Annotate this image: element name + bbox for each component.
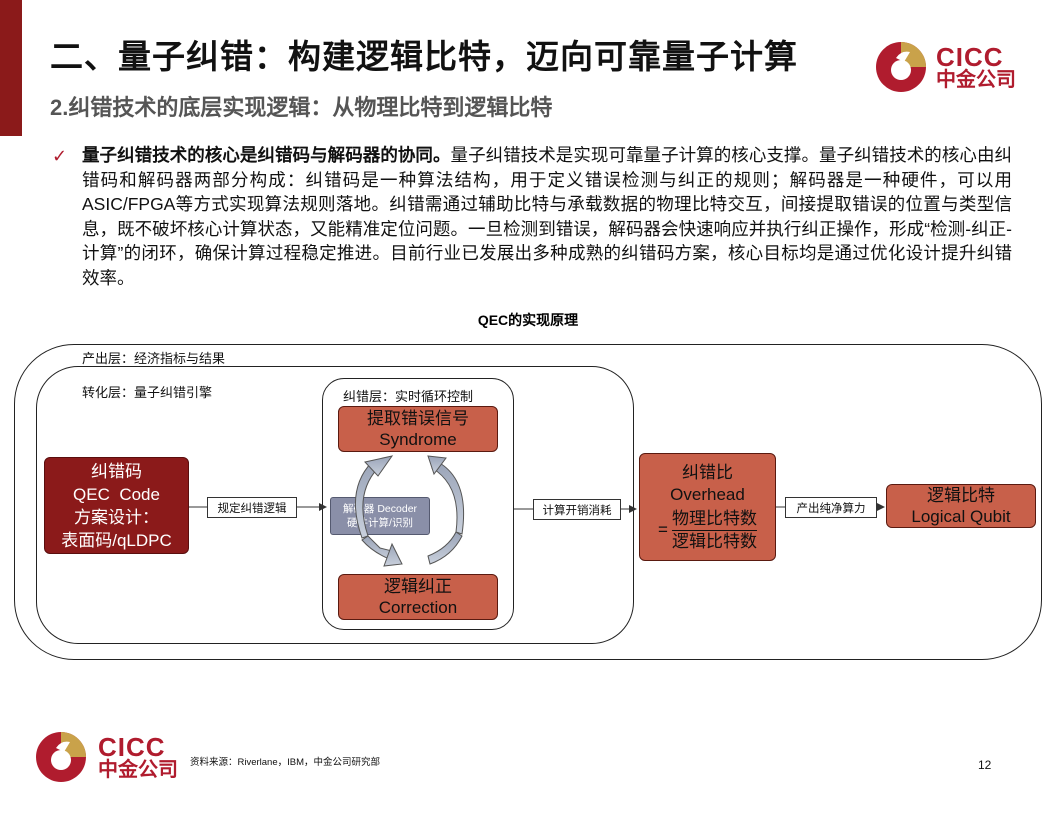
correction-layer-label: 纠错层：实时循环控制 xyxy=(343,389,474,404)
qec-code-line3: 方案设计： xyxy=(74,507,159,527)
transform-layer-label: 转化层：量子纠错引擎 xyxy=(82,385,213,400)
overhead-cn: 纠错比 xyxy=(682,462,733,482)
logical-en: Logical Qubit xyxy=(911,507,1011,526)
qec-code-line2: QEC Code xyxy=(73,484,160,504)
header-accent-bar xyxy=(0,0,22,136)
correction-cn: 逻辑纠正 xyxy=(384,577,452,596)
page-number: 12 xyxy=(978,758,992,772)
source-note: 资料来源：Riverlane，IBM，中金公司研究部 xyxy=(190,757,381,768)
decoder-line2: 硬件计算/识别 xyxy=(347,517,413,529)
connector-label-output: 产出纯净算力 xyxy=(785,497,877,518)
qec-code-line4: 表面码/qLDPC xyxy=(61,530,172,550)
overhead-denominator: 逻辑比特数 xyxy=(671,531,757,551)
decoder-line1: 解码器 Decoder xyxy=(342,503,418,515)
page-title: 二、量子纠错：构建逻辑比特，迈向可靠量子计算 xyxy=(50,38,798,75)
syndrome-cn: 提取错误信号 xyxy=(367,409,469,428)
overhead-numerator: 物理比特数 xyxy=(671,508,757,531)
qec-code-line1: 纠错码 xyxy=(91,461,142,481)
cicc-logo-top: CICC 中金公司 xyxy=(874,38,1024,94)
cicc-logo-icon xyxy=(36,732,86,782)
decoder-box: 解码器 Decoder 硬件计算/识别 xyxy=(330,497,430,535)
overhead-fraction: = 物理比特数 逻辑比特数 xyxy=(658,508,757,553)
body-lead: 量子纠错技术的核心是纠错码与解码器的协同。 xyxy=(82,145,451,165)
logo-latin: CICC xyxy=(98,732,166,762)
correction-box: 逻辑纠正 Correction xyxy=(338,574,498,620)
page-subtitle: 2.纠错技术的底层实现逻辑：从物理比特到逻辑比特 xyxy=(50,95,553,120)
connector-label-rules: 规定纠错逻辑 xyxy=(207,497,297,518)
figure-title: QEC的实现原理 xyxy=(477,312,579,328)
logo-cn: 中金公司 xyxy=(936,69,1016,91)
cicc-logo-bottom: CICC 中金公司 xyxy=(34,730,194,786)
overhead-equals: = xyxy=(658,520,668,539)
logo-latin: CICC xyxy=(936,42,1004,72)
overhead-box: 纠错比 Overhead = 物理比特数 逻辑比特数 xyxy=(639,453,776,561)
output-layer-label: 产出层：经济指标与结果 xyxy=(82,351,226,366)
syndrome-box: 提取错误信号 Syndrome xyxy=(338,406,498,452)
qec-code-box: 纠错码 QEC Code 方案设计： 表面码/qLDPC xyxy=(44,457,189,554)
logical-cn: 逻辑比特 xyxy=(927,486,995,505)
connector-label-cost: 计算开销消耗 xyxy=(533,499,621,520)
overhead-en: Overhead xyxy=(670,484,745,504)
output-layer-region xyxy=(14,344,1042,660)
syndrome-en: Syndrome xyxy=(379,430,457,449)
cicc-logo-icon xyxy=(876,42,926,92)
correction-en: Correction xyxy=(378,598,458,617)
logical-qubit-box: 逻辑比特 Logical Qubit xyxy=(886,484,1036,528)
check-icon: ✓ xyxy=(52,146,68,166)
body-paragraph: 量子纠错技术的核心是纠错码与解码器的协同。量子纠错技术是实现可靠量子计算的核心支… xyxy=(82,143,1012,290)
logo-cn: 中金公司 xyxy=(98,759,178,781)
body-text: 量子纠错技术是实现可靠量子计算的核心支撑。量子纠错技术的核心由纠错码和解码器两部… xyxy=(82,145,1013,288)
